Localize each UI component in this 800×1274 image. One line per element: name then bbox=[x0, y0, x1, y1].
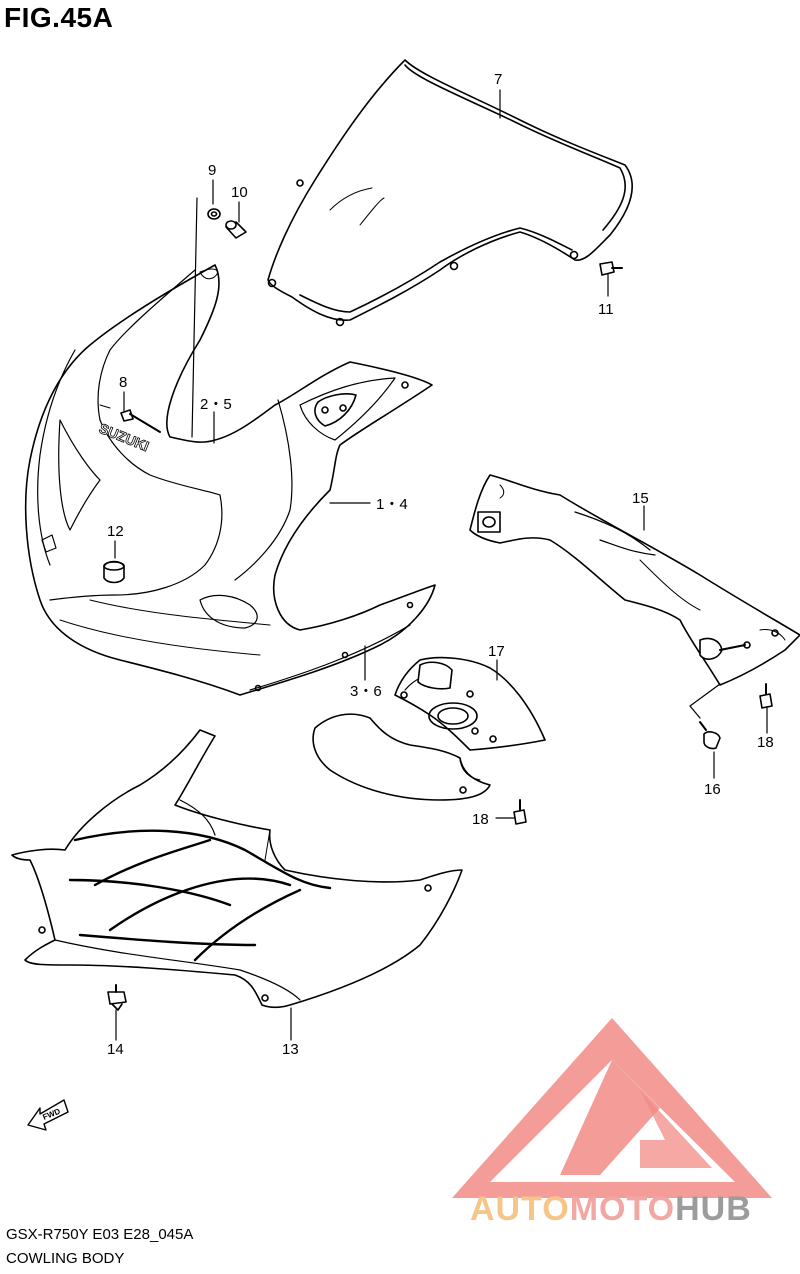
bolt-16 bbox=[699, 721, 721, 750]
callout-14: 14 bbox=[107, 1041, 124, 1058]
callout-3-6: 3・6 bbox=[350, 683, 382, 700]
suzuki-logo: SUZUKI bbox=[97, 420, 151, 454]
fwd-arrow-icon: FWD bbox=[27, 1099, 69, 1131]
heat-shield bbox=[312, 713, 491, 801]
bolt-18-left bbox=[513, 799, 527, 825]
bracket-17 bbox=[394, 656, 546, 751]
callout-13: 13 bbox=[282, 1041, 299, 1058]
callout-10: 10 bbox=[231, 184, 248, 201]
bolt-11 bbox=[599, 261, 623, 276]
brand-part-auto: AUTO bbox=[470, 1190, 570, 1228]
leader-lines bbox=[114, 89, 768, 1041]
under-cowl-13 bbox=[11, 729, 463, 1009]
callout-17: 17 bbox=[488, 643, 505, 660]
callout-labels: 7 9 10 11 8 2・5 1・4 12 15 17 3・6 18 18 1… bbox=[107, 71, 774, 1058]
watermark-logo-icon bbox=[452, 1018, 772, 1198]
callout-2-5: 2・5 bbox=[200, 396, 232, 413]
callout-16: 16 bbox=[704, 781, 721, 798]
windscreen bbox=[267, 59, 633, 327]
callout-18-right: 18 bbox=[757, 734, 774, 751]
bolt-18-right bbox=[759, 683, 773, 709]
diagram-caption: COWLING BODY bbox=[6, 1250, 125, 1267]
grommet-9 bbox=[207, 208, 221, 220]
brand-part-hub: HUB bbox=[675, 1190, 752, 1228]
callout-12: 12 bbox=[107, 523, 124, 540]
nut-10 bbox=[225, 220, 247, 239]
watermark-brand: AUTOMOTOHUB bbox=[470, 1190, 752, 1229]
figure-title: FIG.45A bbox=[4, 2, 114, 33]
callout-15: 15 bbox=[632, 490, 649, 507]
callout-11: 11 bbox=[598, 301, 614, 318]
model-code: GSX-R750Y E03 E28_045A bbox=[6, 1226, 194, 1243]
upper-cowl bbox=[24, 264, 436, 696]
brand-part-moto: MOTO bbox=[569, 1190, 676, 1228]
grommet-12 bbox=[103, 560, 125, 584]
callout-1-4: 1・4 bbox=[376, 496, 408, 513]
callout-8: 8 bbox=[119, 374, 127, 391]
inner-panel-15 bbox=[469, 474, 800, 686]
callout-7: 7 bbox=[494, 71, 502, 88]
screw-8 bbox=[120, 409, 161, 433]
callout-9: 9 bbox=[208, 162, 216, 179]
clip-14 bbox=[107, 984, 127, 1011]
callout-18-left: 18 bbox=[472, 811, 489, 828]
